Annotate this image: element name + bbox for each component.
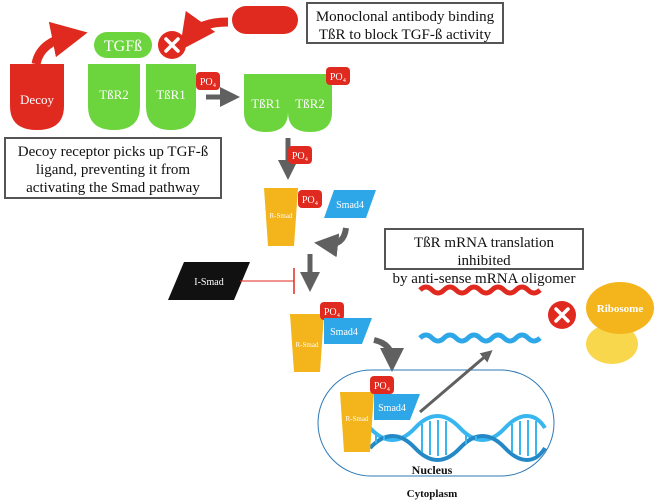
antisense-callout: TßR mRNA translation inhibited by anti-s… (384, 228, 584, 287)
po4-label-5: PO₄ (324, 307, 341, 318)
nuclear-import-arrow (373, 337, 404, 372)
decoy-callout-line-3: activating the Smad pathway (26, 180, 200, 196)
po4-label-3: PO₄ (292, 151, 309, 162)
r-smad-label-1: R-Smad (270, 212, 293, 220)
po4-badge-6 (370, 376, 394, 394)
smad4-2 (324, 318, 372, 344)
po4-badge-2 (326, 67, 350, 85)
tbr2-label: TßR2 (99, 87, 129, 102)
po4-label-4: PO₄ (302, 195, 319, 206)
po4-badge-5 (320, 302, 344, 320)
po4-badge-1 (196, 72, 220, 90)
i-smad (168, 262, 250, 300)
ribosome-small-subunit (586, 324, 638, 364)
block-x-glyph-translation (554, 307, 570, 323)
tbr2-receptor (88, 64, 140, 130)
smad4-label-2: Smad4 (330, 327, 358, 338)
tbr1-label: TßR1 (156, 87, 186, 102)
antibody-callout-line-2: TßR to block TGF-ß activity (318, 27, 492, 43)
smad4-label-1: Smad4 (336, 200, 364, 211)
tbr2-complex-label: TßR2 (295, 96, 325, 111)
smad4-1 (324, 190, 376, 218)
ribosome-large-subunit (586, 282, 654, 334)
tbr1-complex-label: TßR1 (251, 96, 281, 111)
tbr-mrna (418, 332, 542, 344)
smad4-join-arrow (314, 227, 349, 258)
antisense-callout-line-2: by anti-sense mRNA oligomer (392, 271, 576, 287)
antibody-callout-line-1: Monoclonal antibody binding (315, 9, 495, 25)
dna-strand-2 (368, 434, 547, 462)
r-smad-label-2: R-Smad (296, 341, 319, 349)
i-smad-label: I-Smad (194, 277, 223, 288)
decoy-callout-line-2: ligand, preventing it from (35, 162, 191, 178)
r-smad-2 (290, 314, 324, 372)
decoy-label: Decoy (20, 92, 54, 107)
nucleus (317, 369, 555, 477)
dna-helix (368, 414, 547, 462)
r-smad-label-3: R-Smad (346, 415, 369, 423)
smad4-3 (374, 394, 420, 420)
decoy-callout-line-1: Decoy receptor picks up TGF-ß (17, 144, 209, 160)
antibody-callout: Monoclonal antibody binding TßR to block… (306, 2, 504, 44)
antisense-callout-line-1: TßR mRNA translation inhibited (414, 235, 554, 269)
tbr1-receptor (146, 64, 196, 130)
tbr2-complex (288, 74, 332, 132)
transcription-arrow (419, 350, 493, 414)
cytoplasm-label: Cytoplasm (407, 488, 458, 500)
block-x-glyph-receptor (164, 37, 180, 53)
nucleus-label: Nucleus (412, 463, 453, 477)
smad4-label-3: Smad4 (378, 403, 406, 414)
po4-badge-4 (298, 190, 322, 208)
po4-label-6: PO₄ (374, 381, 391, 392)
ribosome-label: Ribosome (597, 303, 644, 315)
tbr1-complex (244, 74, 288, 132)
decoy-binding-arrow (31, 21, 88, 66)
po4-badge-3 (288, 146, 312, 164)
antisense-mrna-oligomer (418, 284, 542, 296)
antibody-arrow (179, 10, 229, 51)
decoy-receptor (10, 64, 64, 130)
decoy-callout: Decoy receptor picks up TGF-ß ligand, pr… (4, 137, 222, 199)
r-smad-1 (264, 188, 298, 246)
r-smad-3 (340, 392, 374, 452)
tgfb-label: TGFß (104, 38, 142, 55)
po4-label-1: PO₄ (200, 77, 217, 88)
po4-label-2: PO₄ (330, 72, 347, 83)
tgfb-ligand (94, 32, 152, 58)
monoclonal-antibody (232, 6, 298, 34)
